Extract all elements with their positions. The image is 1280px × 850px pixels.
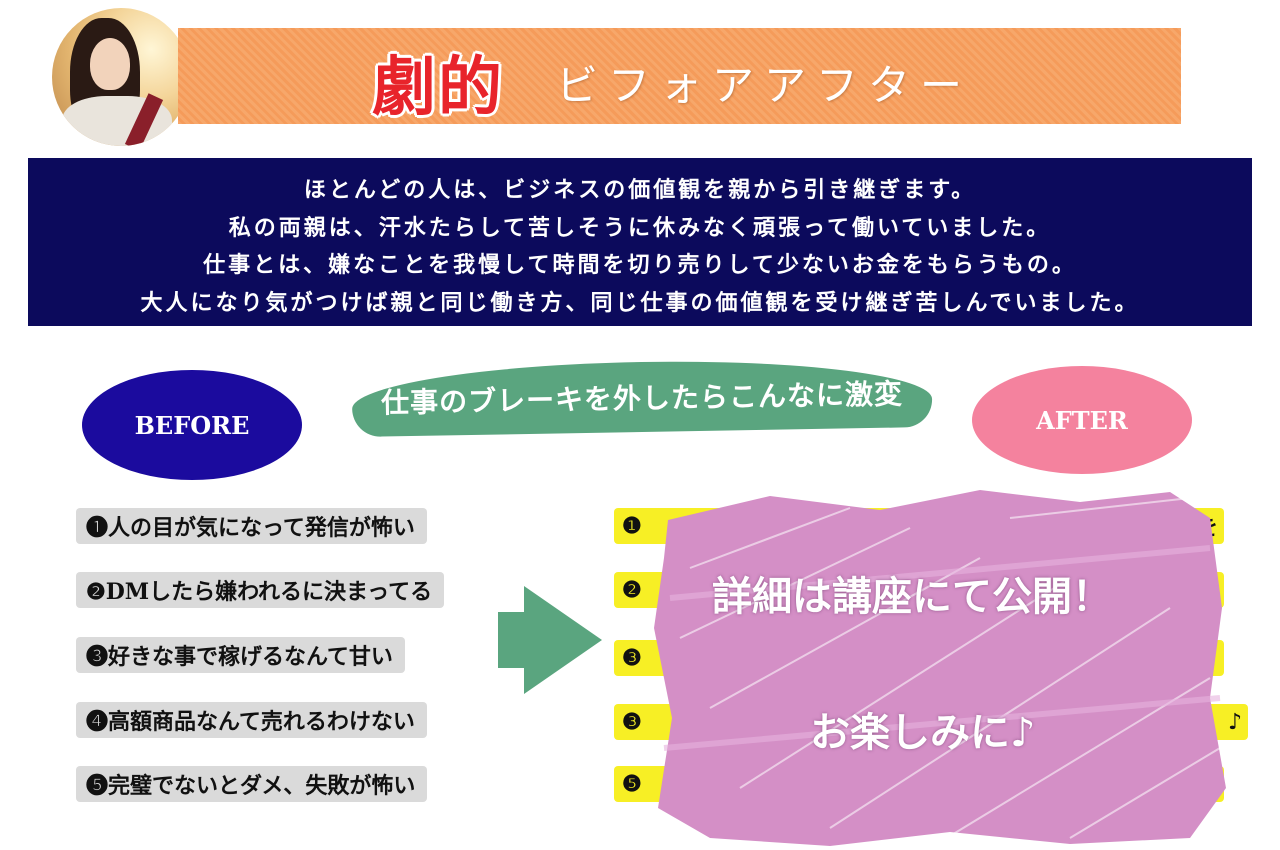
- after-item-number: ❶: [622, 513, 642, 539]
- before-item: ❹高額商品なんて売れるわけない: [76, 702, 427, 738]
- avatar: [52, 8, 190, 146]
- after-item-number: ❺: [622, 771, 642, 797]
- after-item-number: ❸: [622, 645, 642, 671]
- after-item-number: ❷: [622, 577, 642, 603]
- before-label: BEFORE: [82, 370, 302, 480]
- intro-line: 私の両親は、汗水たらして苦しそうに休みなく頑張って働いていました。: [228, 214, 1052, 241]
- title-sub: ビフォアアフター: [556, 61, 973, 110]
- intro-box: ほとんどの人は、ビジネスの価値観を親から引き継ぎます。 私の両親は、汗水たらして…: [28, 158, 1252, 326]
- after-label: AFTER: [972, 366, 1192, 474]
- before-item: ❷DMしたら嫌われるに決まってる: [76, 572, 445, 608]
- intro-line: ほとんどの人は、ビジネスの価値観を親から引き継ぎます。: [303, 177, 977, 203]
- overlay-text-details: 詳細は講座にて公開！: [712, 573, 1112, 620]
- scribble-overlay: [654, 490, 1226, 846]
- intro-line: 仕事とは、嫌なことを我慢して時間を切り売りして少ないお金をもらうもの。: [203, 252, 1077, 278]
- transformation-banner: 仕事のブレーキを外したらこんなに激変: [351, 356, 933, 438]
- after-item-number: ❸: [622, 709, 642, 735]
- before-item: ❸好きな事で稼げるなんて甘い: [76, 637, 405, 673]
- intro-line: 大人になり気がつけば親と同じ働き方、同じ仕事の価値観を受け継ぎ苦しんでいました。: [140, 289, 1140, 316]
- before-item: ❶人の目が気になって発信が怖い: [76, 508, 427, 544]
- title-banner: [178, 28, 1181, 124]
- right-arrow-icon: [498, 586, 602, 694]
- title-main: 劇的: [372, 50, 504, 125]
- after-item-tail: ♪: [1227, 709, 1242, 735]
- avatar-face: [90, 38, 130, 90]
- overlay-text-enjoy: お楽しみに♪: [810, 709, 1036, 756]
- before-item: ❺完璧でないとダメ、失敗が怖い: [76, 766, 428, 802]
